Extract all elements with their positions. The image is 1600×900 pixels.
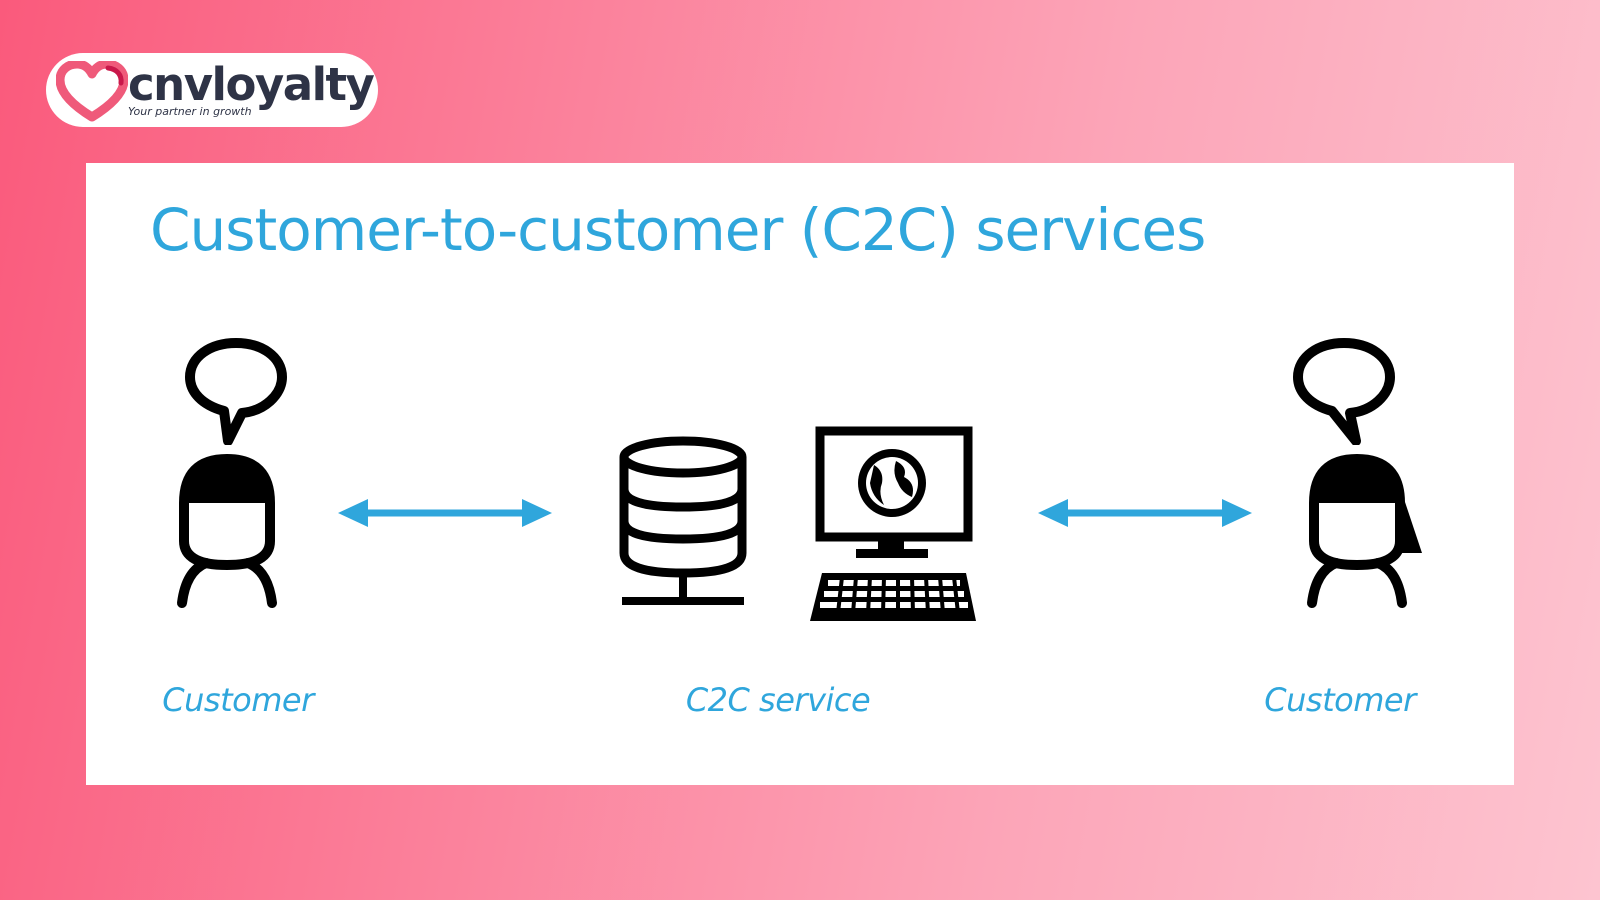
node-label-customer-right: Customer	[1264, 681, 1416, 719]
computer-globe-icon	[810, 426, 976, 621]
diagram-title: Customer-to-customer (C2C) services	[150, 196, 1206, 264]
database-server-icon	[619, 436, 747, 605]
brand-tagline: Your partner in growth	[128, 105, 252, 118]
brand-name: cnvloyalty	[128, 58, 375, 111]
c2c-diagram-panel: Customer-to-customer (C2C) services	[86, 163, 1514, 785]
node-label-c2c-service: C2C service	[685, 681, 871, 719]
person-icon	[177, 453, 277, 608]
node-label-customer-left: Customer	[162, 681, 314, 719]
person-icon	[1307, 453, 1422, 608]
heart-logo-icon	[56, 61, 128, 122]
double-arrow-icon	[1038, 499, 1252, 527]
brand-logo: cnvloyalty Your partner in growth	[46, 53, 378, 127]
double-arrow-icon	[338, 499, 552, 527]
speech-bubble-icon	[1293, 338, 1395, 445]
speech-bubble-icon	[185, 338, 287, 445]
